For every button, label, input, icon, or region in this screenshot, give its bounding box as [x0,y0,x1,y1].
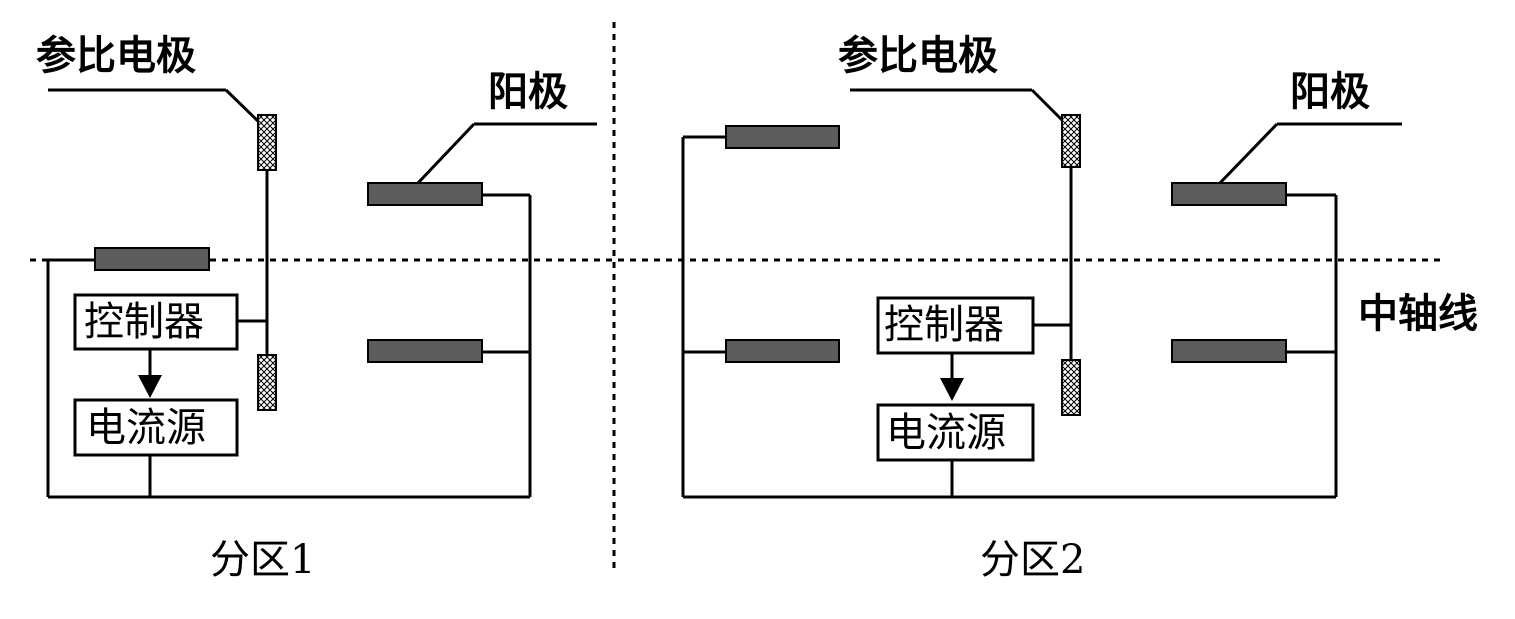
zone-1-reference-electrode-bottom [257,354,277,411]
center-axis-label: 中轴线 [1358,291,1478,337]
zone-1-circuit [46,88,597,499]
zone-2-reference-electrode-label: 参比电极 [838,33,998,79]
zone-2-controller-label: 控制器 [884,302,1004,348]
zone-2-arrow-head [940,378,964,401]
zone-1-reference-electrode-top [257,114,277,171]
zone-1-controller-label: 控制器 [84,299,204,345]
zone-2-controller-box [876,296,1035,355]
zone-1-reference-electrode-label: 参比电极 [36,33,196,79]
zone-1-anode-left [94,247,210,271]
zone-2-reference-electrode-top [1061,114,1081,168]
zone-2-circuit [681,88,1402,499]
zone-2-anode-top-right [1171,182,1287,206]
zone-2-label: 分区2 [980,537,1086,583]
zone-2-current-source-label: 电流源 [886,410,1006,456]
zone-2-anode-label: 阳极 [1290,69,1370,115]
zone-2-anode-top-left [725,125,840,149]
zone-2-reference-electrode-bottom [1061,359,1081,416]
zone-2-anode-bottom-right [1171,339,1287,363]
zone-1-controller-box [73,293,239,351]
zone-1-anode-top [367,182,483,206]
zone-1-current-source-box [73,398,239,457]
zone-2-anode-bottom-left [725,339,840,363]
zone-1-label: 分区1 [210,537,316,583]
zone-1-anode-label: 阳极 [488,69,568,115]
zone-1-arrow-head [138,375,162,398]
zone-2-current-source-box [876,403,1035,462]
zone-1-anode-bottom [367,339,483,363]
zone-1-current-source-label: 电流源 [86,405,206,451]
